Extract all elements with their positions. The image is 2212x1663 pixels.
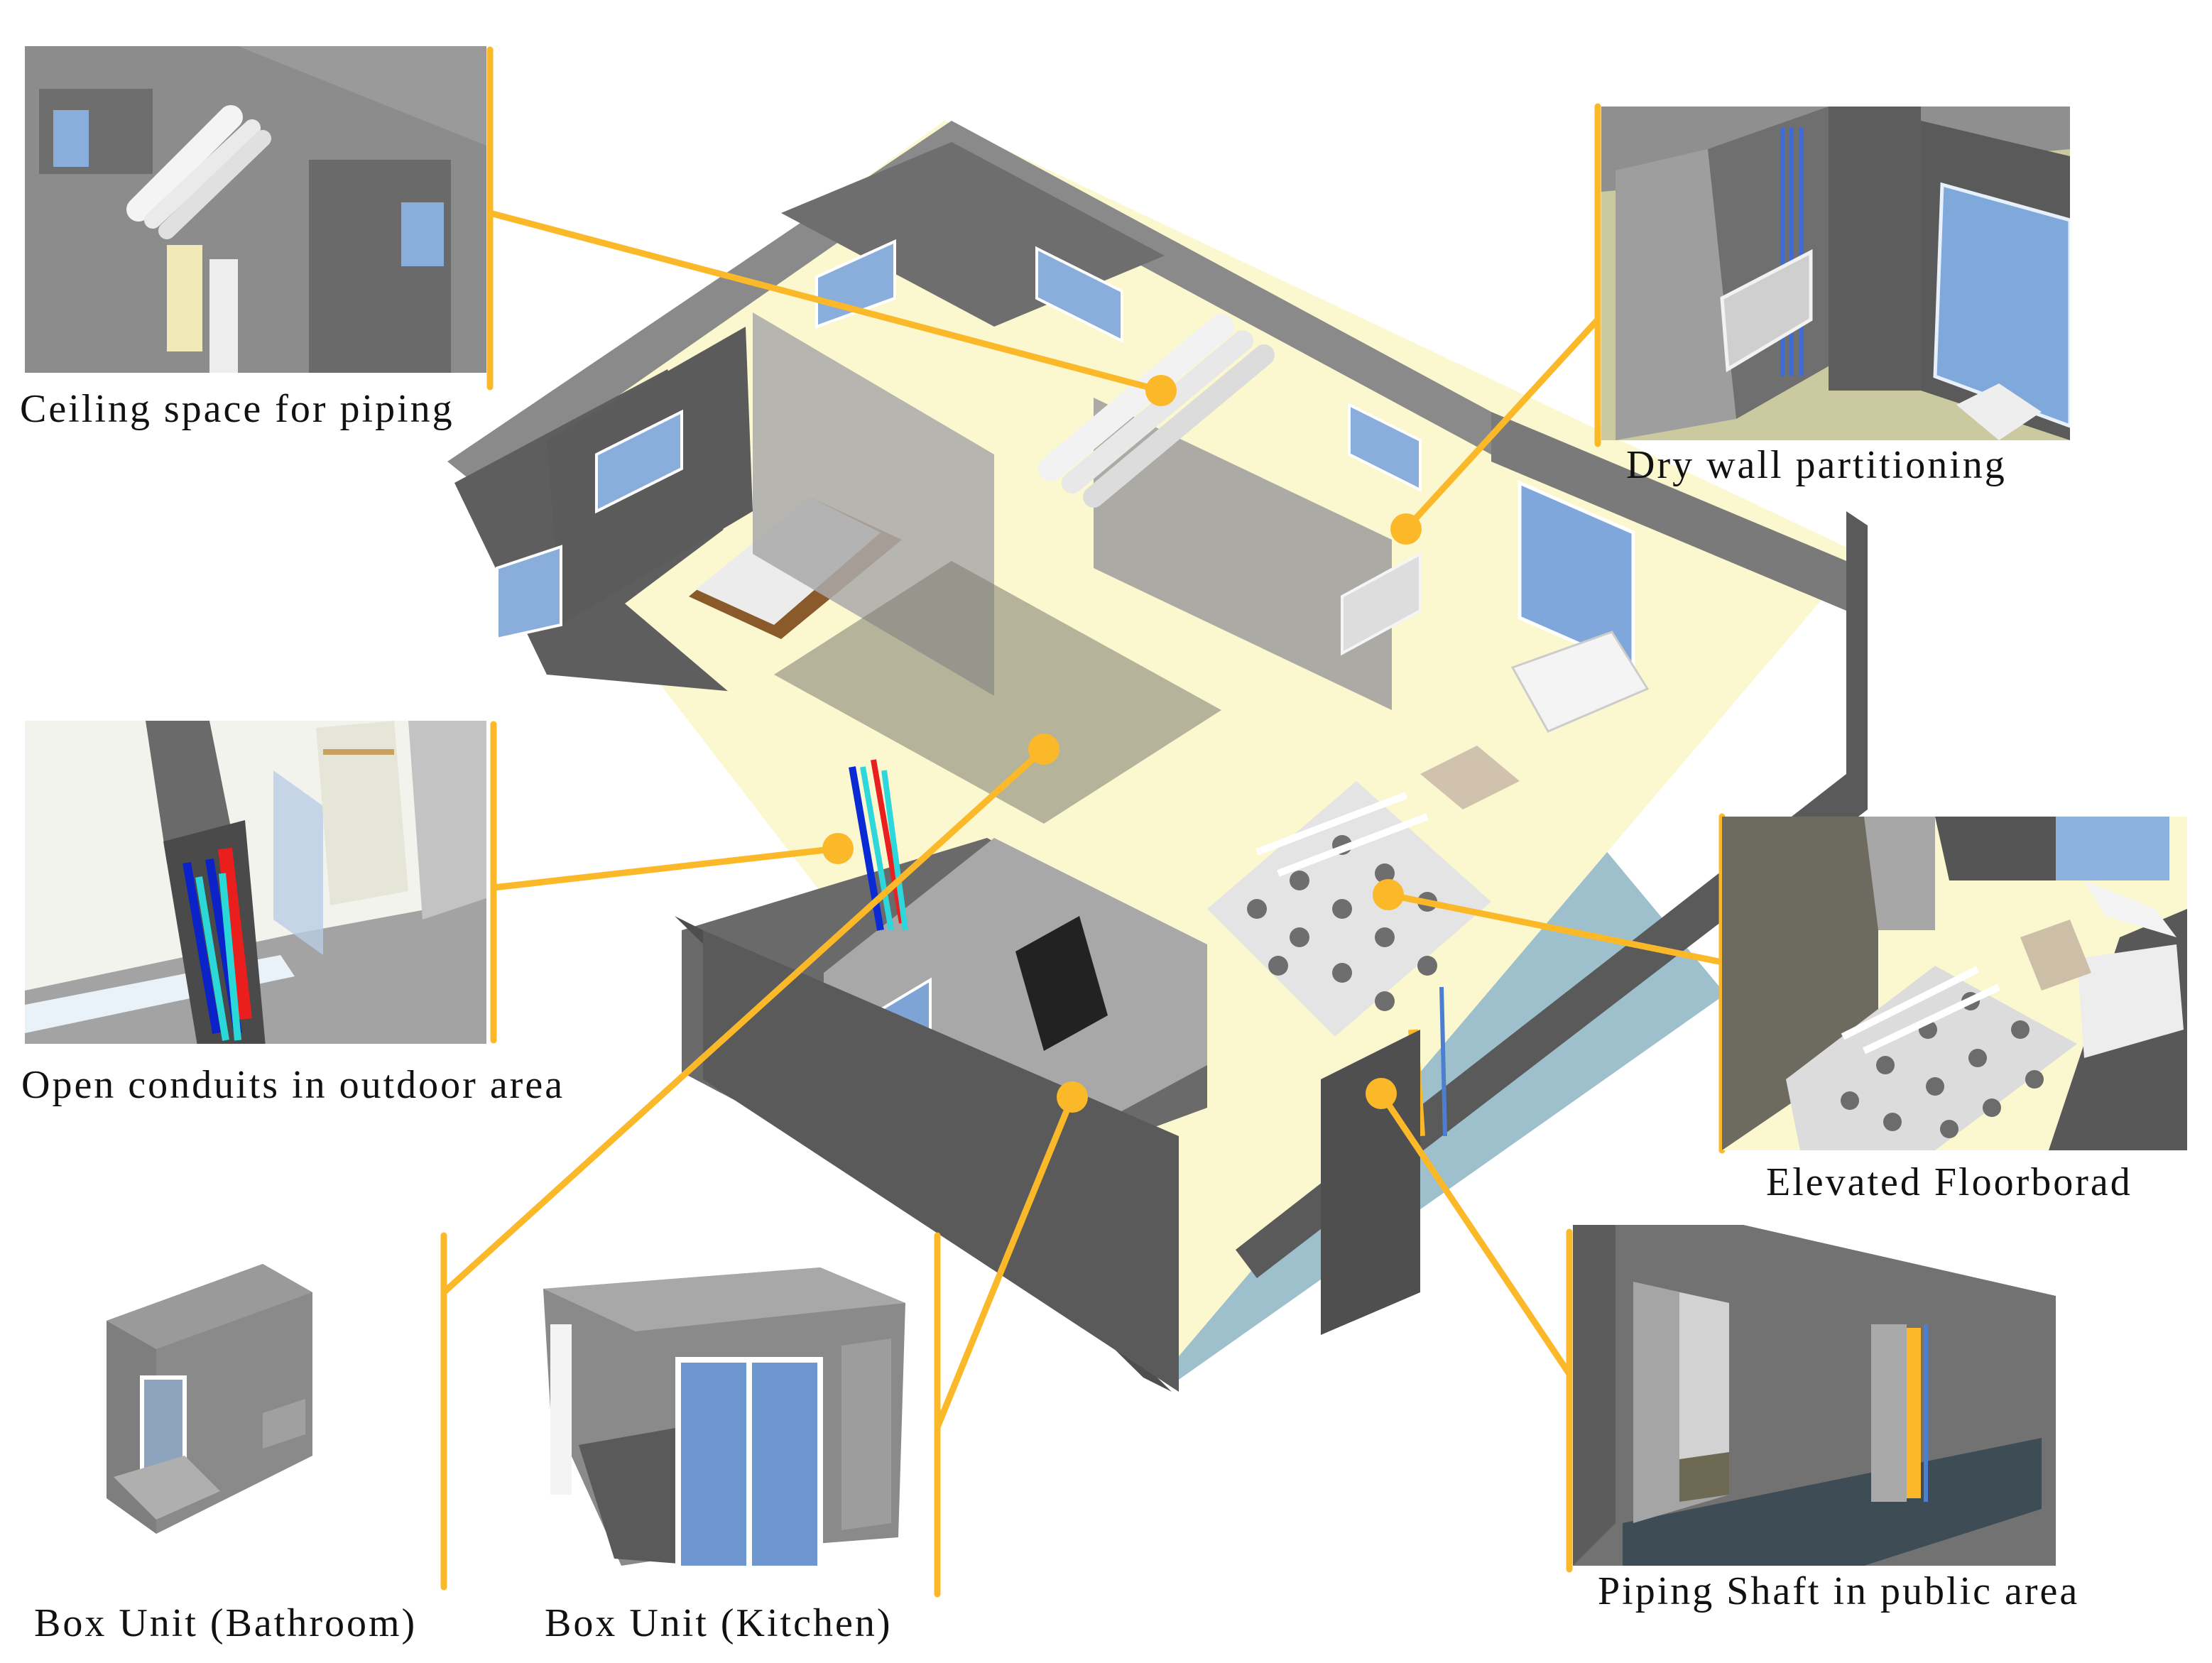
outdoor-conduit-pipes — [849, 759, 908, 931]
callout-dot-bathroom — [1028, 734, 1059, 765]
caption-ceiling-space: Ceiling space for piping — [20, 387, 454, 431]
caption-open-conduits: Open conduits in outdoor area — [21, 1063, 565, 1107]
callout-dot-shaft — [1366, 1078, 1397, 1109]
inset-ceiling-space — [25, 46, 486, 373]
callout-dot-kitchen — [1057, 1081, 1088, 1113]
callout-dot-drywall — [1390, 513, 1422, 545]
ceiling-pipes — [1038, 314, 1275, 508]
caption-elevated-floorboard: Elevated Floorborad — [1766, 1160, 2132, 1204]
inset-elevated-floorboard — [1722, 817, 2187, 1150]
callout-dot-ceiling — [1145, 375, 1177, 406]
inset-open-conduits — [25, 721, 486, 1044]
caption-box-unit-bathroom: Box Unit (Bathroom) — [34, 1601, 418, 1645]
caption-piping-shaft: Piping Shaft in public area — [1598, 1569, 2080, 1613]
callout-dot-conduits — [822, 833, 854, 864]
caption-dry-wall: Dry wall partitioning — [1626, 443, 2007, 487]
inset-box-unit-kitchen — [543, 1267, 905, 1566]
inset-box-unit-bathroom — [107, 1264, 312, 1534]
caption-box-unit-kitchen: Box Unit (Kitchen) — [545, 1601, 893, 1645]
inset-piping-shaft — [1573, 1225, 2056, 1566]
callout-dot-floorboard — [1373, 879, 1404, 910]
inset-dry-wall — [1601, 107, 2070, 440]
floor-pedestals — [1247, 835, 1437, 1011]
